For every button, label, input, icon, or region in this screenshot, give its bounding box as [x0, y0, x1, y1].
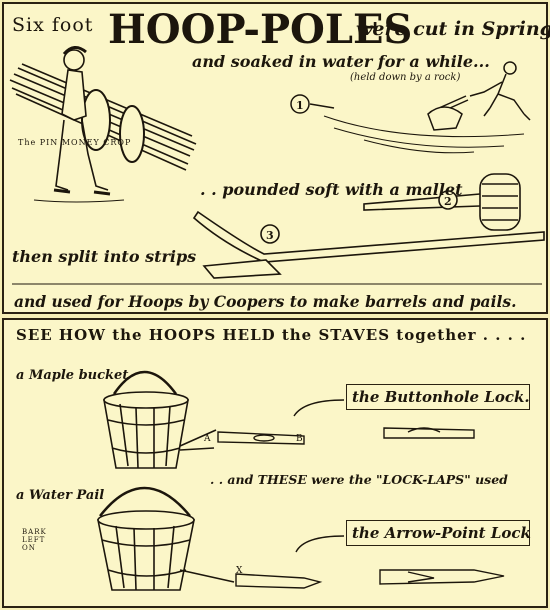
splitting-pole-illustration [192, 210, 545, 279]
mark-x-pail: X [236, 566, 243, 576]
buttonhole-lock-strip-illustration [217, 399, 475, 445]
mallet-illustration [363, 173, 521, 231]
hoops-held-staves-panel: SEE HOW the HOOPS HELD the STAVES togeth… [2, 318, 548, 608]
arrow-point-lock-label: the Arrow-Point Lock [352, 524, 531, 542]
pounded-text: . . pounded soft with a mallet [200, 180, 463, 199]
man-soaking-poles-illustration [290, 61, 531, 154]
maple-bucket-illustration [103, 370, 217, 469]
pin-money-crop-label: The PIN MONEY CROP [18, 138, 132, 147]
bark-left-on-label: BARK LEFT ON [22, 528, 47, 552]
used-for-hoops-text: and used for Hoops by Coopers to make ba… [14, 292, 517, 311]
mark-a-bucket: A [204, 434, 211, 444]
held-down-note: (held down by a rock) [350, 72, 461, 83]
split-into-strips-text: then split into strips [12, 247, 197, 266]
hoop-poles-title: HOOP-POLES [108, 6, 413, 53]
lock-laps-text: . . and THESE were the "LOCK-LAPS" used [210, 472, 508, 487]
hoop-poles-panel: 1 2 3 Six foot HOOP-POLES [2, 2, 550, 314]
mark-b-bucket: B [296, 434, 303, 444]
cut-in-spring-text: were cut in Spring [356, 18, 550, 40]
six-foot-text: Six foot [12, 14, 94, 36]
step-2-number: 2 [444, 195, 452, 208]
buttonhole-lock-box [346, 384, 530, 410]
hoop-poles-drawing: 1 2 3 [9, 46, 545, 285]
soaked-in-water-text: and soaked in water for a while... [192, 52, 490, 71]
hoop-locks-drawing [97, 370, 505, 591]
buttonhole-lock-label: the Buttonhole Lock. [352, 388, 530, 406]
man-carrying-poles-illustration [9, 46, 197, 203]
see-how-heading: SEE HOW the HOOPS HELD the STAVES togeth… [16, 326, 527, 344]
water-pail-label: a Water Pail [16, 488, 105, 503]
water-pail-illustration [97, 486, 235, 591]
arrow-point-lock-box [346, 520, 530, 546]
maple-bucket-label: a Maple bucket [16, 368, 129, 383]
step-3-number: 3 [266, 229, 274, 242]
step-1-number: 1 [296, 99, 304, 112]
arrow-point-lock-strip-illustration [235, 535, 505, 589]
